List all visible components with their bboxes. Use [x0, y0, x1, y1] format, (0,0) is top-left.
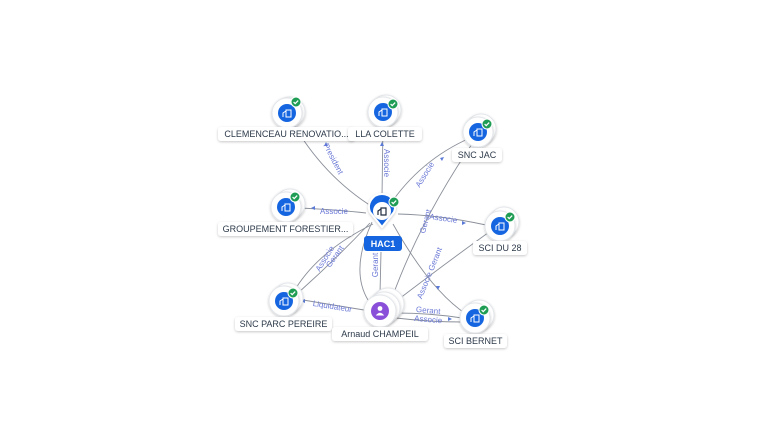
edge-label-clemenceau: President — [321, 142, 345, 177]
building-icon — [491, 217, 509, 235]
check-badge-icon — [287, 287, 299, 299]
check-badge-icon — [478, 304, 490, 316]
check-badge-icon — [481, 118, 493, 130]
building-icon — [374, 103, 392, 121]
node-label: GROUPEMENT FORESTIER... — [223, 224, 349, 234]
building-icon — [469, 123, 487, 141]
arrowhead — [380, 142, 384, 146]
node-label: SNC PARC PEREIRE — [240, 319, 328, 329]
node-arnaud[interactable]: Arnaud CHAMPEIL — [332, 287, 428, 341]
node-label: SCI DU 28 — [478, 243, 521, 253]
node-groupement[interactable]: GROUPEMENT FORESTIER... — [218, 188, 353, 236]
check-badge-icon — [290, 96, 302, 108]
arrowhead — [448, 317, 452, 321]
building-icon — [278, 104, 296, 122]
edge-arnaud-center[interactable] — [379, 251, 382, 295]
node-label: SNC JAC — [458, 150, 497, 160]
arrowhead — [324, 142, 328, 146]
arrowhead — [440, 157, 444, 161]
edge-label-arnaud-bernet-1: Gerant — [416, 305, 442, 316]
node-label: SCI BERNET — [448, 336, 503, 346]
edge-arnaud-parc[interactable] — [302, 299, 365, 311]
person-icon — [371, 302, 389, 320]
arrowhead — [462, 221, 466, 225]
center-node-hac1[interactable]: HAC1 — [364, 193, 402, 251]
edge-sncjac-center[interactable] — [388, 137, 471, 207]
node-label: LLA COLETTE — [355, 129, 415, 139]
check-badge-icon — [289, 191, 301, 203]
building-icon — [277, 198, 295, 216]
center-label-pill — [364, 236, 402, 251]
edge-label-arnaud-parc: Liquidateur — [312, 299, 353, 314]
edge-arnaud-bernet-1[interactable] — [395, 312, 463, 319]
node-bernet[interactable]: SCI BERNET — [444, 299, 507, 348]
check-badge-icon — [387, 98, 399, 110]
building-icon — [377, 207, 387, 216]
edge-arnaud-scidu28[interactable] — [394, 229, 493, 303]
node-label: Arnaud CHAMPEIL — [341, 329, 419, 339]
center-label: HAC1 — [371, 239, 396, 249]
edge-parc-center-2[interactable] — [295, 223, 374, 289]
building-icon — [466, 309, 484, 327]
arrowhead — [311, 206, 315, 210]
check-badge-icon — [504, 211, 516, 223]
node-colette[interactable]: LLA COLETTE — [348, 94, 422, 141]
edge-label-colette: Associe — [382, 149, 391, 178]
edge-label-sncjac: Associe — [414, 160, 437, 189]
edge-label-arnaud-bernet-2: Associe — [414, 314, 443, 325]
arrowhead — [436, 286, 440, 290]
node-sncjac[interactable]: SNC JAC — [452, 113, 502, 162]
node-clemenceau[interactable]: CLEMENCEAU RENOVATIO... — [218, 96, 355, 141]
edge-scidu28-center[interactable] — [397, 213, 487, 226]
edge-label-scidu28: Associe — [429, 212, 459, 225]
edge-parc-center-1[interactable] — [297, 222, 371, 294]
node-scidu28[interactable]: SCI DU 28 — [473, 206, 527, 255]
edge-center-arnaud-curve[interactable] — [359, 221, 373, 301]
edge-label-groupement: Associe — [320, 207, 349, 216]
node-label: CLEMENCEAU RENOVATIO... — [224, 129, 348, 139]
check-badge-icon — [388, 196, 400, 208]
edge-label-arnaud-center: Gerant — [371, 252, 380, 277]
edge-groupement-center[interactable] — [299, 207, 367, 214]
building-icon — [275, 292, 293, 310]
edge-arnaud-bernet-2[interactable] — [395, 317, 463, 323]
node-parc[interactable]: SNC PARC PEREIRE — [235, 282, 332, 331]
